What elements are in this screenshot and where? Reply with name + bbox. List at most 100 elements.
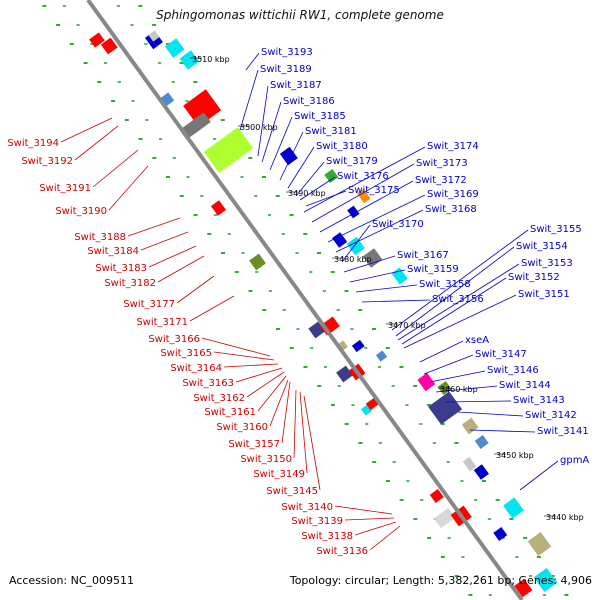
gene-label[interactable]: Swit_3150 bbox=[240, 454, 292, 465]
gene-label[interactable]: Swit_3159 bbox=[407, 264, 459, 275]
tick-dot bbox=[536, 556, 541, 558]
tick-dot bbox=[144, 43, 148, 45]
gene-label[interactable]: Swit_3166 bbox=[148, 334, 200, 345]
gene-label[interactable]: Swit_3164 bbox=[170, 363, 222, 374]
gene-feature bbox=[514, 578, 533, 598]
gene-label[interactable]: Swit_3158 bbox=[419, 279, 471, 290]
gene-label[interactable]: Swit_3168 bbox=[425, 204, 477, 215]
gene-label[interactable]: Swit_3176 bbox=[337, 171, 389, 182]
tick-dot bbox=[303, 233, 308, 235]
gene-label[interactable]: Swit_3153 bbox=[521, 258, 573, 269]
gene-label[interactable]: Swit_3192 bbox=[21, 156, 73, 167]
gene-label[interactable]: Swit_3181 bbox=[305, 126, 357, 137]
gene-label[interactable]: Swit_3165 bbox=[160, 348, 212, 359]
leader-line bbox=[60, 117, 113, 143]
gene-label[interactable]: Swit_3180 bbox=[316, 141, 368, 152]
gene-label[interactable]: Swit_3184 bbox=[87, 246, 139, 257]
tick-dot bbox=[131, 100, 135, 102]
gene-label[interactable]: Swit_3183 bbox=[95, 263, 147, 274]
gene-label[interactable]: Swit_3152 bbox=[508, 272, 560, 283]
tick-dot bbox=[426, 404, 431, 406]
gene-label[interactable]: Swit_3177 bbox=[123, 299, 175, 310]
gene-label[interactable]: Swit_3155 bbox=[530, 224, 582, 235]
leader-line bbox=[235, 367, 283, 383]
tick-dot bbox=[323, 366, 328, 368]
gene-label[interactable]: Swit_3173 bbox=[416, 158, 468, 169]
gene-label[interactable]: Swit_3187 bbox=[270, 80, 322, 91]
tick-dot bbox=[267, 214, 272, 216]
gene-label[interactable]: Swit_3149 bbox=[253, 469, 305, 480]
gene-feature bbox=[533, 568, 558, 592]
gene-feature bbox=[279, 146, 298, 166]
gene-label[interactable]: Swit_3142 bbox=[525, 410, 577, 421]
gene-label[interactable]: Swit_3151 bbox=[518, 289, 570, 300]
tick-dot bbox=[542, 594, 546, 596]
gene-label[interactable]: Swit_3189 bbox=[260, 64, 312, 75]
leader-line bbox=[246, 371, 285, 398]
gene-label[interactable]: Swit_3154 bbox=[516, 241, 568, 252]
gene-label[interactable]: Swit_3175 bbox=[348, 185, 400, 196]
gene-label[interactable]: Swit_3141 bbox=[537, 426, 589, 437]
leader-line bbox=[469, 429, 536, 433]
tick-dot bbox=[212, 138, 217, 140]
gene-label[interactable]: Swit_3144 bbox=[499, 380, 551, 391]
tick-dot bbox=[103, 62, 108, 64]
gene-feature bbox=[375, 350, 388, 362]
gene-label[interactable]: Swit_3156 bbox=[432, 294, 484, 305]
gene-label[interactable]: Swit_3185 bbox=[294, 111, 346, 122]
tick-dot bbox=[310, 347, 314, 349]
tick-dot bbox=[254, 195, 258, 197]
gene-label[interactable]: xseA bbox=[465, 335, 489, 346]
gene-label[interactable]: Swit_3191 bbox=[39, 183, 91, 194]
gene-label[interactable]: Swit_3179 bbox=[326, 156, 378, 167]
gene-label[interactable]: Swit_3136 bbox=[316, 546, 368, 557]
gene-feature bbox=[183, 89, 222, 127]
tick-dot bbox=[186, 176, 190, 178]
gene-label[interactable]: Swit_3143 bbox=[513, 395, 565, 406]
tick-dot bbox=[275, 195, 280, 197]
tick-dot bbox=[193, 81, 198, 83]
gene-label[interactable]: Swit_3172 bbox=[415, 175, 467, 186]
leader-line bbox=[295, 161, 325, 197]
gene-label[interactable]: Swit_3162 bbox=[193, 393, 245, 404]
gene-label[interactable]: Swit_3188 bbox=[74, 232, 126, 243]
leader-line bbox=[293, 389, 297, 459]
leader-line bbox=[287, 146, 315, 189]
gene-label[interactable]: Swit_3193 bbox=[261, 47, 313, 58]
gene-label[interactable]: Swit_3139 bbox=[291, 516, 343, 527]
gene-label[interactable]: Swit_3161 bbox=[204, 407, 256, 418]
gene-label[interactable]: Swit_3194 bbox=[7, 138, 59, 149]
map-title: Sphingomonas wittichii RW1, complete gen… bbox=[156, 8, 444, 22]
leader-line bbox=[419, 340, 464, 363]
gene-label[interactable]: Swit_3169 bbox=[427, 189, 479, 200]
leader-line bbox=[176, 275, 215, 304]
tick-dot bbox=[282, 309, 286, 311]
gene-label[interactable]: Swit_3171 bbox=[136, 317, 188, 328]
gene-label[interactable]: gpmA bbox=[560, 455, 589, 466]
tick-dot bbox=[97, 81, 102, 83]
gene-label[interactable]: Swit_3174 bbox=[427, 141, 479, 152]
gene-label[interactable]: Swit_3163 bbox=[182, 378, 234, 389]
gene-label[interactable]: Swit_3186 bbox=[283, 96, 335, 107]
tick-dot bbox=[454, 575, 459, 577]
gene-label[interactable]: Swit_3147 bbox=[475, 349, 527, 360]
gene-label[interactable]: Swit_3160 bbox=[216, 422, 268, 433]
tick-dot bbox=[42, 5, 47, 7]
gene-label[interactable]: Swit_3157 bbox=[228, 439, 280, 450]
gene-label[interactable]: Swit_3138 bbox=[301, 531, 353, 542]
leader-line bbox=[223, 363, 279, 368]
gene-label[interactable]: Swit_3167 bbox=[397, 250, 449, 261]
tick-dot bbox=[358, 442, 363, 444]
gene-label[interactable]: Swit_3146 bbox=[487, 365, 539, 376]
label-leader-lines bbox=[60, 52, 559, 551]
gene-label[interactable]: Swit_3145 bbox=[266, 486, 318, 497]
tick-dot bbox=[322, 290, 327, 292]
gene-label[interactable]: Swit_3170 bbox=[372, 219, 424, 230]
gene-feature bbox=[179, 50, 200, 70]
tick-dot bbox=[406, 480, 410, 482]
gene-feature bbox=[527, 532, 552, 556]
gene-feature bbox=[474, 435, 489, 449]
gene-label[interactable]: Swit_3190 bbox=[55, 206, 107, 217]
gene-label[interactable]: Swit_3182 bbox=[104, 278, 156, 289]
gene-label[interactable]: Swit_3140 bbox=[281, 502, 333, 513]
